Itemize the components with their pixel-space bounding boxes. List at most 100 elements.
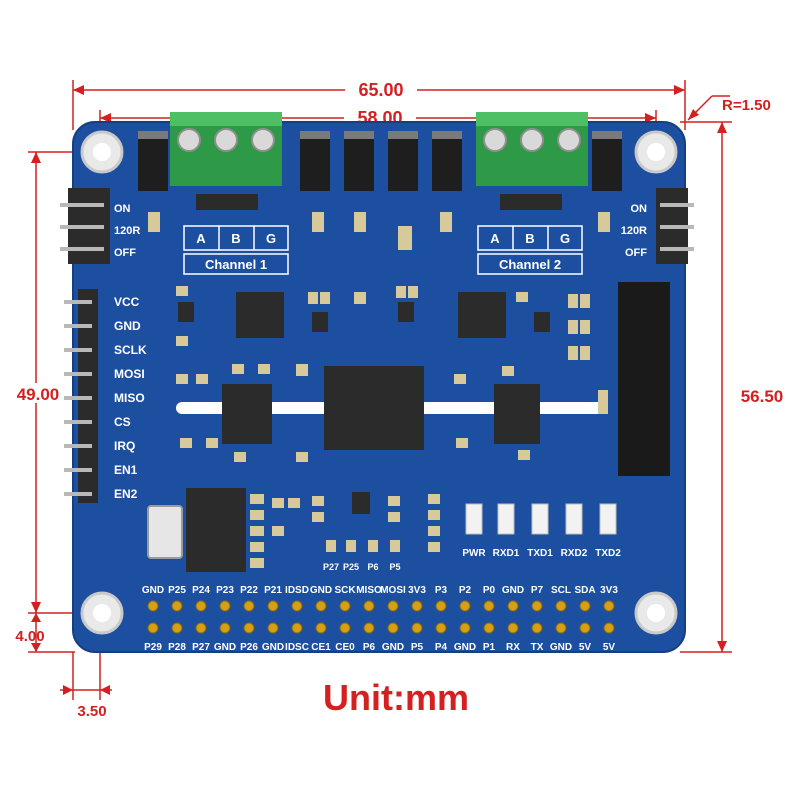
label-bg-hole-spacing-y (6, 383, 70, 403)
channel1-terminal-a: A (196, 231, 206, 246)
smd-component (176, 374, 188, 384)
left-pin-miso: MISO (114, 391, 145, 405)
smd-component (428, 542, 440, 552)
channel1-terminal-g: G (266, 231, 276, 246)
gpio-top-label: IDSD (285, 585, 309, 596)
passive-components (148, 212, 610, 568)
gpio-pin-bottom (579, 622, 591, 634)
dim-overall-width: 65.00 (358, 80, 403, 100)
terminal-screw-icon (557, 128, 581, 152)
smd-component (312, 512, 324, 522)
arrow-hs-left (100, 113, 111, 123)
unit-label: Unit:mm (323, 677, 469, 718)
gpio-pin-bottom (363, 622, 375, 634)
smd-component (250, 542, 264, 552)
gpio-top-label: P24 (192, 585, 210, 596)
gpio-bottom-label: 5V (579, 642, 592, 653)
smd-component (568, 294, 578, 308)
tvs-diode-band (300, 131, 330, 139)
gpio-bottom-label: P29 (144, 642, 162, 653)
gpio-bottom-label: P6 (363, 642, 376, 653)
gpio-bottom-label: IDSC (285, 642, 309, 653)
small-regulator (312, 312, 328, 332)
smd-component (346, 540, 356, 552)
smd-component (176, 336, 188, 346)
tvs-diode (388, 131, 418, 191)
status-leds: PWR RXD1 TXD1 RXD2 TXD2 (462, 503, 621, 559)
transceiver-ic-left (236, 292, 284, 338)
right-switch-header: ON 120R OFF (621, 188, 694, 264)
terminal-top-face (476, 112, 588, 126)
gpio-labels-top: GND P25 P24 P23 P22 P21 IDSD GND SCK MIS… (142, 585, 618, 596)
gpio-bottom-label: CE1 (311, 642, 331, 653)
gpio-pin-bottom (555, 622, 567, 634)
gpio-bottom-label: P27 (192, 642, 210, 653)
dimension-arrows (31, 85, 727, 695)
shift-register-ic (186, 488, 246, 572)
gpio-pin-top (555, 600, 567, 612)
gpio-bottom-label: P1 (483, 642, 496, 653)
led-label-rxd1: RXD1 (493, 548, 520, 559)
smd-component (396, 286, 406, 298)
arrow-ox-left (63, 685, 73, 695)
smd-component (272, 498, 284, 508)
small-regulator (178, 302, 194, 322)
smd-component (312, 496, 324, 506)
arrow-ow-left (73, 85, 84, 95)
smd-component (148, 212, 160, 232)
smd-component (272, 526, 284, 536)
arrow-hy-top (31, 152, 41, 163)
gpio-pin-top (411, 600, 423, 612)
tvs-diode (432, 131, 462, 191)
tvs-diodes (138, 131, 622, 191)
smd-component (428, 510, 440, 520)
gpio-bottom-label: P5 (411, 642, 424, 653)
smd-component (250, 558, 264, 568)
terminal-screw-icon (214, 128, 238, 152)
gpio-top-label: P23 (216, 585, 234, 596)
left-pin-header-pins (64, 300, 92, 496)
gpio-pin-top (339, 600, 351, 612)
crystal-oscillator (147, 505, 183, 559)
gpio-bottom-label: GND (454, 642, 476, 653)
smd-component (196, 374, 208, 384)
gpio-pin-top (459, 600, 471, 612)
smd-component (456, 438, 468, 448)
right-switch-120r: 120R (621, 225, 647, 237)
smd-component (326, 540, 336, 552)
gpio-top-label: P22 (240, 585, 258, 596)
left-pin-mosi: MOSI (114, 367, 145, 381)
smd-component (258, 364, 270, 374)
gpio-pin-bottom (315, 622, 327, 634)
gpio-pin-bottom (459, 622, 471, 634)
terminal-screw-icon (520, 128, 544, 152)
tvs-diode-band (432, 131, 462, 139)
arrow-oy-bottom (31, 643, 41, 652)
mounting-hole-top-left-center (93, 143, 111, 161)
dim-hole-spacing-y: 49.00 (17, 385, 60, 404)
led-label-rxd2: RXD2 (561, 548, 588, 559)
jumper-label-p25: P25 (343, 562, 359, 572)
terminal-top-face (170, 112, 282, 126)
gpio-pin-top (483, 600, 495, 612)
gpio-top-label: SCL (551, 585, 571, 596)
right-switch-on: ON (631, 203, 648, 215)
gpio-top-label: 3V3 (600, 585, 618, 596)
gpio-pin-bottom (483, 622, 495, 634)
smd-component (428, 494, 440, 504)
channel2-label-box (477, 253, 583, 275)
led-label-txd1: TXD1 (527, 548, 553, 559)
gpio-labels-bottom: P29 P28 P27 GND P26 GND IDSC CE1 CE0 P6 … (144, 642, 615, 653)
label-bg-overall-height (730, 385, 792, 405)
smd-component (598, 390, 608, 414)
gpio-pin-bottom (195, 622, 207, 634)
gpio-pin-top (315, 600, 327, 612)
terminal-pin-header (500, 194, 562, 210)
mounting-hole-bottom-left-center (93, 604, 111, 622)
left-switch-off: OFF (114, 247, 136, 259)
right-switch-off: OFF (625, 247, 647, 259)
smd-component (390, 540, 400, 552)
smd-component (516, 292, 528, 302)
smd-component (398, 226, 412, 250)
